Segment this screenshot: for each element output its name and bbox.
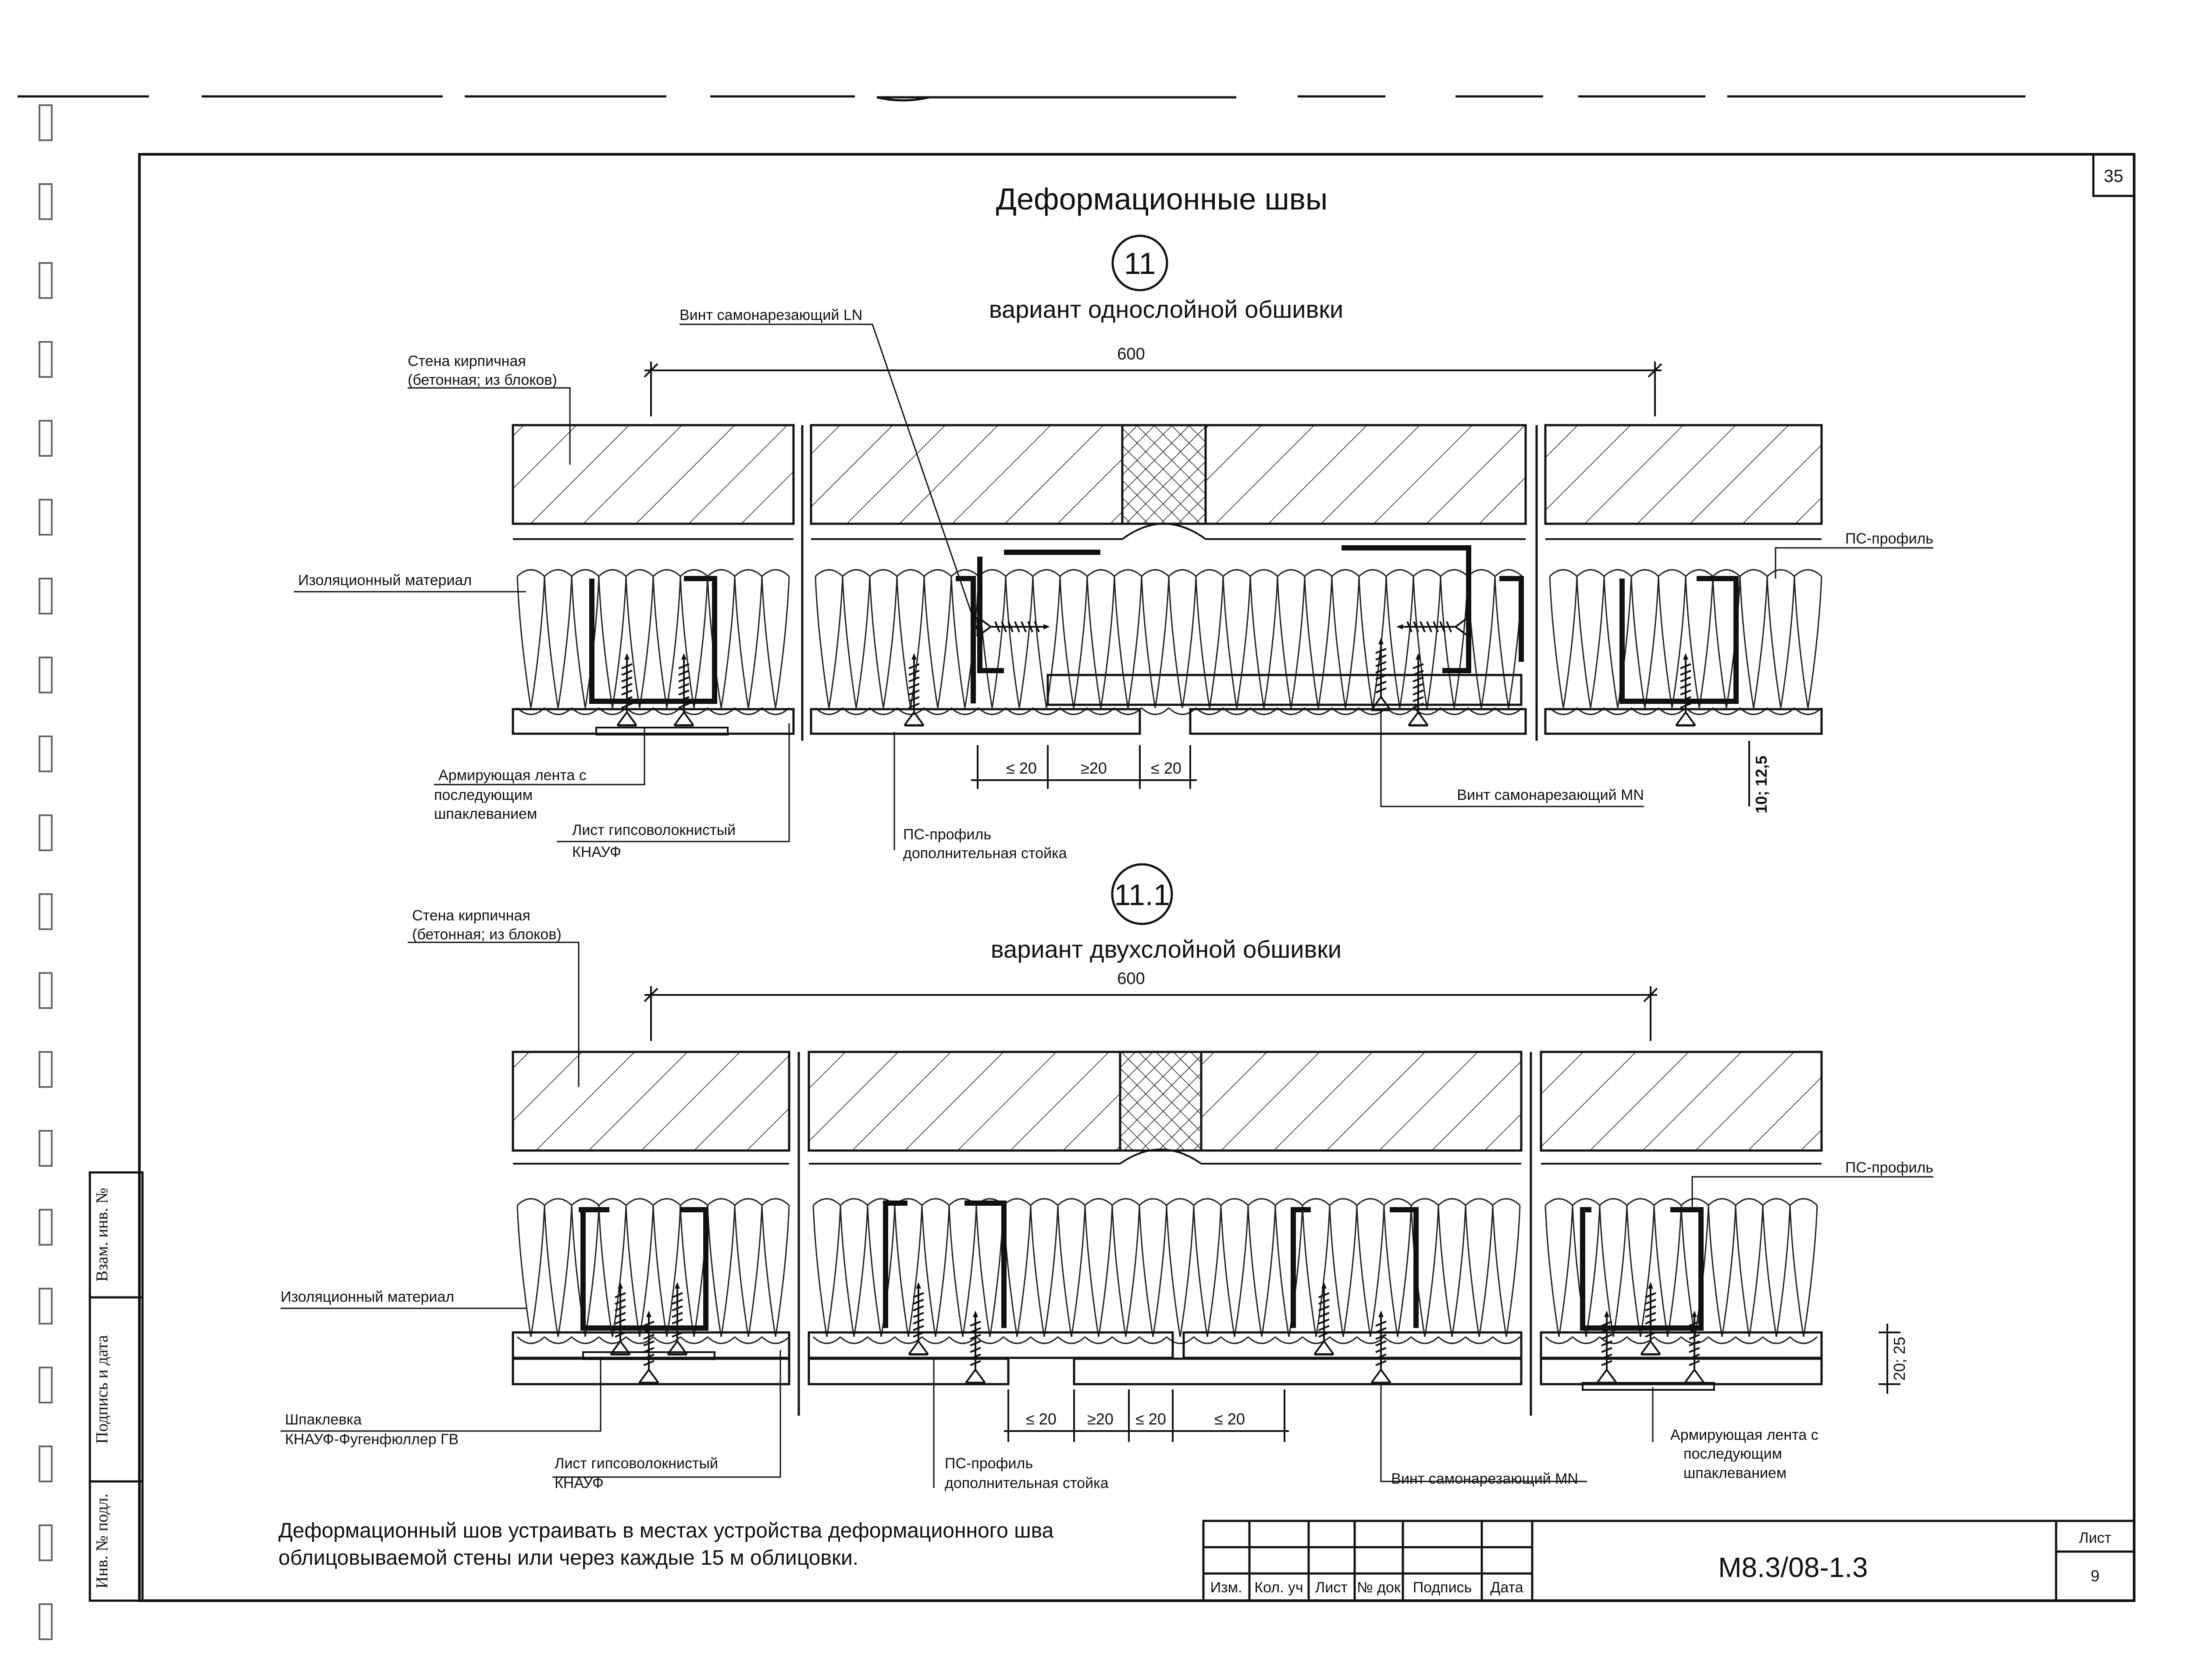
top-edge-line bbox=[18, 95, 2025, 102]
label-wall-2: (бетонная; из блоков) bbox=[408, 372, 557, 388]
tb-col-2: Кол. уч bbox=[1254, 1579, 1303, 1596]
stamp-field-3: Инв. № подл. bbox=[93, 1494, 111, 1589]
label-screw-ln: Винт самонарезающий LN bbox=[680, 307, 862, 323]
detail-11-1-subtitle: вариант двухслойной обшивки bbox=[991, 935, 1342, 963]
label-tape-2: последующим bbox=[434, 787, 533, 803]
label-screw-mn: Винт самонарезающий MN bbox=[1457, 787, 1644, 803]
note-line-1: Деформационный шов устраивать в местах у… bbox=[278, 1519, 1054, 1542]
ps-profiles bbox=[589, 545, 1739, 704]
label-tape-1-b: Армирующая лента с bbox=[1670, 1427, 1818, 1443]
ps-profiles-b bbox=[579, 1201, 1704, 1331]
label-extra-1-b: ПС-профиль bbox=[945, 1455, 1033, 1472]
dim-11-1-a: ≤ 20 bbox=[1026, 1410, 1057, 1428]
sheet-number: 9 bbox=[2091, 1567, 2099, 1585]
brick-wall-right bbox=[1544, 424, 1823, 525]
dim-11-1-d: ≤ 20 bbox=[1214, 1410, 1245, 1428]
reinforcing-tape-b bbox=[1582, 1382, 1715, 1391]
label-sheet-2: КНАУФ bbox=[572, 844, 621, 860]
label-ps-profile: ПС-профиль bbox=[1845, 530, 1933, 547]
leaders-11-1 bbox=[281, 941, 1933, 1488]
detail-11-number: 11 bbox=[1124, 246, 1156, 281]
sheet-title: Деформационные швы bbox=[996, 182, 1328, 216]
stamp-field-1: Взам. инв. № bbox=[93, 1188, 111, 1282]
drawing-code: М8.3/08-1.3 bbox=[1718, 1552, 1868, 1583]
dim-11-thickness: 10; 12,5 bbox=[1752, 756, 1770, 813]
title-block bbox=[1202, 1520, 2135, 1602]
extra-stud-plate bbox=[1046, 674, 1523, 706]
label-tape-3-b: шпаклеванием bbox=[1683, 1465, 1786, 1481]
detail-11-subtitle: вариант однослойной обшивки bbox=[989, 295, 1343, 323]
brick-wall-middle-left bbox=[810, 424, 1124, 525]
label-wall-2-b: (бетонная; из блоков) bbox=[412, 926, 562, 943]
side-stamp bbox=[89, 1171, 144, 1602]
label-screw-mn-b: Винт самонарезающий MN bbox=[1391, 1470, 1578, 1487]
tb-col-3: Лист bbox=[1315, 1579, 1348, 1596]
label-insulation-b: Изоляционный материал bbox=[281, 1289, 454, 1305]
label-sheet-2-b: КНАУФ bbox=[555, 1475, 604, 1492]
tb-col-6: Дата bbox=[1490, 1579, 1523, 1596]
page-number-box bbox=[2092, 153, 2135, 197]
dim-11-c: ≤ 20 bbox=[1151, 759, 1181, 777]
label-filler-2: КНАУФ-Фугенфюллер ГВ bbox=[285, 1431, 459, 1448]
label-filler-1: Шпаклевка bbox=[285, 1411, 362, 1428]
dim-11-1-thickness: 20; 25 bbox=[1890, 1337, 1908, 1381]
dim-600-label: 600 bbox=[1117, 345, 1145, 363]
label-sheet-1: Лист гипсоволокнистый bbox=[572, 822, 736, 838]
reinforcing-tape bbox=[595, 727, 729, 735]
detail-11: 11 вариант однослойной обшивки 600 bbox=[294, 234, 1933, 862]
note-line-2: облицовываемой стены или через каждые 15… bbox=[278, 1546, 858, 1570]
brick-wall-right-b bbox=[1540, 1051, 1823, 1152]
label-tape-1: Армирующая лента с bbox=[438, 767, 587, 784]
label-insulation: Изоляционный материал bbox=[298, 572, 472, 589]
tb-col-1: Изм. bbox=[1210, 1579, 1242, 1596]
sheet-label: Лист bbox=[2079, 1530, 2111, 1546]
wall-joint-filler-b bbox=[1119, 1051, 1203, 1152]
label-wall-1: Стена кирпичная bbox=[408, 353, 526, 369]
label-extra-1: ПС-профиль bbox=[903, 826, 991, 843]
label-wall-1-b: Стена кирпичная bbox=[412, 907, 530, 924]
brick-wall-middle-right bbox=[1204, 424, 1527, 525]
leaders-11 bbox=[294, 323, 1933, 850]
dim-11-a: ≤ 20 bbox=[1006, 759, 1037, 777]
binding-marks bbox=[39, 104, 53, 1640]
dim-600-b-label: 600 bbox=[1117, 970, 1145, 988]
brick-wall-left bbox=[512, 424, 795, 525]
detail-11-marker bbox=[1111, 234, 1168, 291]
brick-wall-middle-left-b bbox=[808, 1051, 1121, 1152]
label-ps-profile-b: ПС-профиль bbox=[1845, 1159, 1933, 1176]
detail-11-1: 11.1 вариант двухслойной обшивки 600 bbox=[281, 863, 1933, 1492]
label-extra-2-b: дополнительная стойка bbox=[945, 1475, 1109, 1492]
wall-joint-filler bbox=[1121, 424, 1207, 525]
dim-11-b: ≥20 bbox=[1081, 759, 1107, 777]
sheet-frame bbox=[138, 153, 2135, 1602]
insulation-layer-b bbox=[516, 1198, 1818, 1344]
gypsum-boards-b bbox=[512, 1331, 1823, 1385]
detail-11-1-number: 11.1 bbox=[1114, 878, 1170, 912]
detail-11-1-marker bbox=[1111, 863, 1173, 925]
label-tape-3: шпаклеванием bbox=[434, 806, 537, 822]
brick-wall-left-b bbox=[512, 1051, 790, 1152]
stamp-field-2: Подпись и дата bbox=[93, 1335, 111, 1444]
tb-col-5: Подпись bbox=[1413, 1579, 1472, 1596]
label-sheet-1-b: Лист гипсоволокнистый bbox=[555, 1455, 718, 1472]
air-gap bbox=[513, 523, 1822, 540]
small-dimensions-11 bbox=[971, 708, 1762, 806]
page-number: 35 bbox=[2104, 167, 2124, 186]
small-dimensions-11-1 bbox=[1004, 1324, 1900, 1442]
brick-wall-middle-right-b bbox=[1200, 1051, 1523, 1152]
air-gap-b bbox=[513, 1148, 1822, 1165]
dim-11-1-b: ≥20 bbox=[1087, 1410, 1114, 1428]
dimension-600 bbox=[644, 362, 1662, 416]
dim-11-1-c: ≤ 20 bbox=[1135, 1410, 1166, 1428]
label-extra-2: дополнительная стойка bbox=[903, 845, 1067, 862]
tb-col-4: № док bbox=[1357, 1579, 1401, 1596]
label-tape-2-b: последующим bbox=[1683, 1446, 1782, 1462]
dimension-600-b bbox=[644, 986, 1658, 1041]
